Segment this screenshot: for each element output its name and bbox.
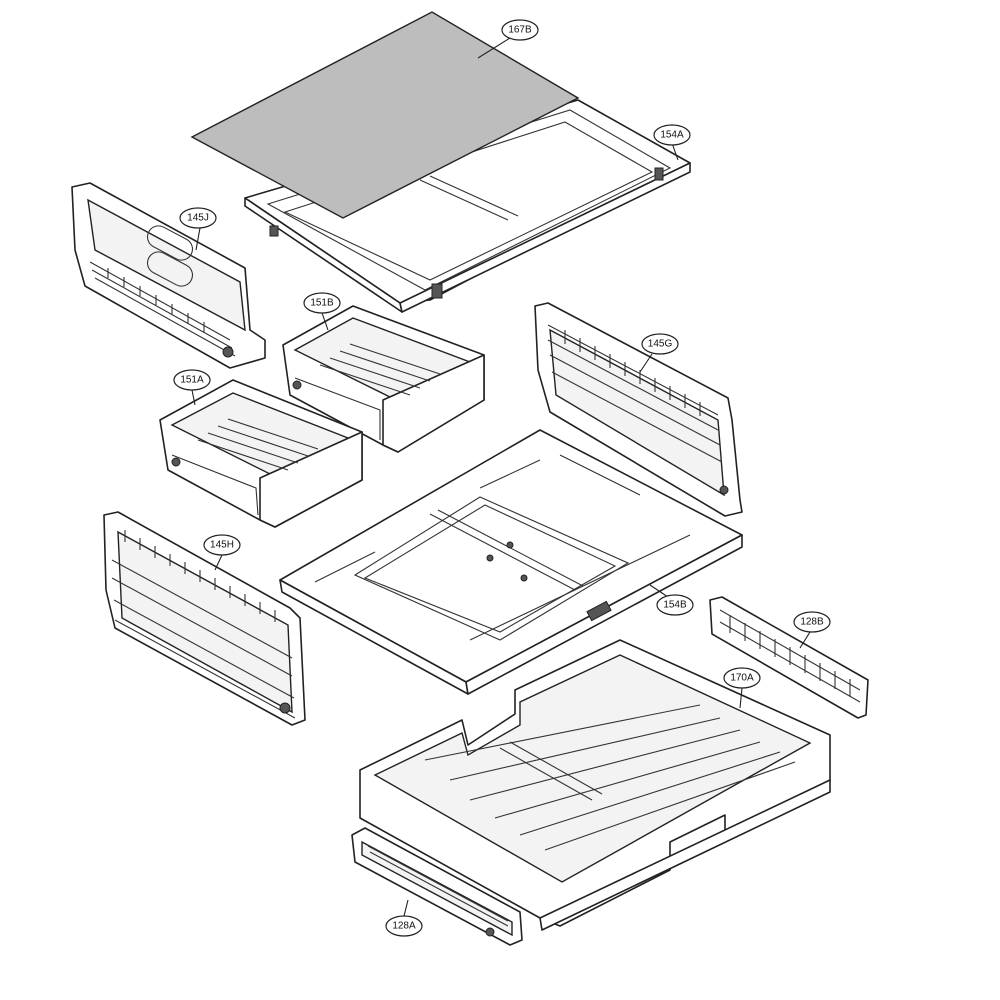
leader-151B <box>321 312 329 331</box>
part-128B-guide <box>709 596 869 719</box>
callout-label-170A: 170A <box>730 673 754 684</box>
leader-145G <box>639 353 653 373</box>
callout-label-151B: 151B <box>310 298 334 309</box>
callout-154B: 154B <box>656 594 694 616</box>
callout-label-167B: 167B <box>508 25 532 36</box>
part-151B-crisper-bin <box>282 305 485 453</box>
leader-128B <box>799 631 811 649</box>
part-170A-drawer-tray <box>359 639 831 931</box>
leader-lines <box>191 37 811 917</box>
callout-label-145H: 145H <box>210 540 234 551</box>
callout-145G: 145G <box>641 333 679 355</box>
callout-label-154B: 154B <box>663 600 687 611</box>
callout-label-128A: 128A <box>392 921 416 932</box>
callout-145J: 145J <box>179 207 217 229</box>
callout-label-145J: 145J <box>187 213 209 224</box>
callout-128B: 128B <box>793 611 831 633</box>
callout-170A: 170A <box>723 667 761 689</box>
leader-145H <box>214 554 223 571</box>
callout-151B: 151B <box>303 292 341 314</box>
callout-145H: 145H <box>203 534 241 556</box>
part-154A-shelf-frame <box>244 99 691 313</box>
leader-128A <box>403 899 409 917</box>
callout-154A: 154A <box>653 124 691 146</box>
callout-label-151A: 151A <box>180 375 204 386</box>
leader-154A <box>671 142 679 161</box>
part-145G-side-rail <box>534 302 743 517</box>
leader-167B <box>477 37 511 59</box>
callout-167B: 167B <box>501 19 539 41</box>
leader-151A <box>191 389 196 406</box>
leader-170A <box>739 687 743 709</box>
part-151A-crisper-bin <box>159 379 363 528</box>
part-145H-side-rail <box>103 511 306 726</box>
callout-label-128B: 128B <box>800 617 824 628</box>
part-167B-glass-panel <box>190 11 580 219</box>
leader-145J <box>195 227 201 251</box>
callout-151A: 151A <box>173 369 211 391</box>
part-154B-shelf-panel <box>279 429 743 695</box>
callout-label-145G: 145G <box>648 339 673 350</box>
part-145J-side-rail <box>71 182 266 369</box>
part-128A-rail <box>351 827 523 946</box>
callout-label-154A: 154A <box>660 130 684 141</box>
leader-154B <box>649 584 669 598</box>
callout-128A: 128A <box>385 915 423 937</box>
